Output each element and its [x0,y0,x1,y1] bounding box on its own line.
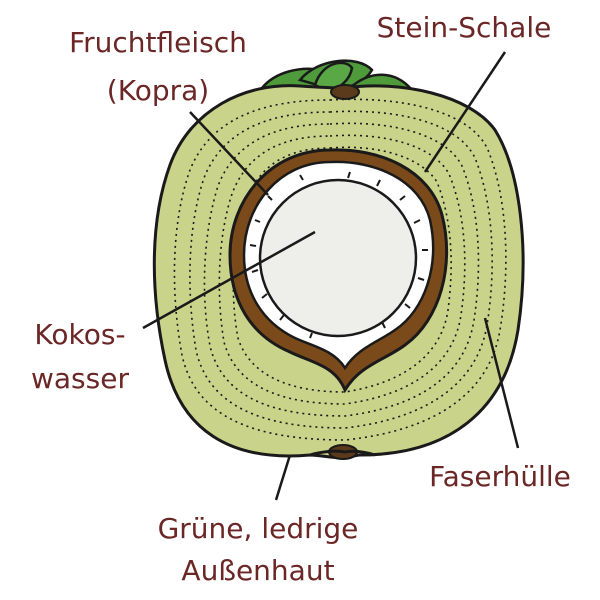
leader-line-stein-schale [423,51,507,173]
leader-line-aussenhaut [274,454,292,501]
copra-mark [299,174,304,181]
copra-mark [261,293,268,299]
copra-texture-marks [249,171,428,339]
copra-mark [417,277,425,281]
label-aussenhaut-line2: Außenhaut [181,554,334,587]
top-stem-scar [330,84,360,100]
label-faserhuelle: Faserhülle [429,460,571,493]
label-stein-schale: Stein-Schale [377,11,552,44]
copra-mark [309,332,313,339]
coconut-water [258,178,418,338]
leader-line-faserhuelle [483,317,520,449]
leader-lines [142,51,520,501]
leader-line-kokoswasser [142,230,316,330]
fiber-line-4 [218,134,466,405]
copra-mark [279,314,285,321]
label-fruchtfleisch-line2: (Kopra) [107,74,209,107]
copra-mark [254,219,261,223]
copra-mark [399,195,406,201]
label-fruchtfleisch-line1: Fruchtfleisch [69,26,247,59]
copra-mark [267,195,273,201]
copra-mark [249,244,257,247]
copra-mark [404,303,411,309]
fiber-husk-bottom-edge [309,449,376,457]
label-kokos-line1: Kokos- [34,318,125,351]
label-kokos-line2: wasser [31,362,129,395]
copra-mark [413,219,421,224]
copra-mark [347,171,351,179]
copra-mark [251,269,259,273]
fiber-line-3 [203,122,480,417]
leader-line-fruchtfleisch [189,111,269,196]
fiber-line-1 [173,98,507,441]
copra-mark [376,179,381,187]
label-aussenhaut-line1: Grüne, ledrige [158,512,359,545]
